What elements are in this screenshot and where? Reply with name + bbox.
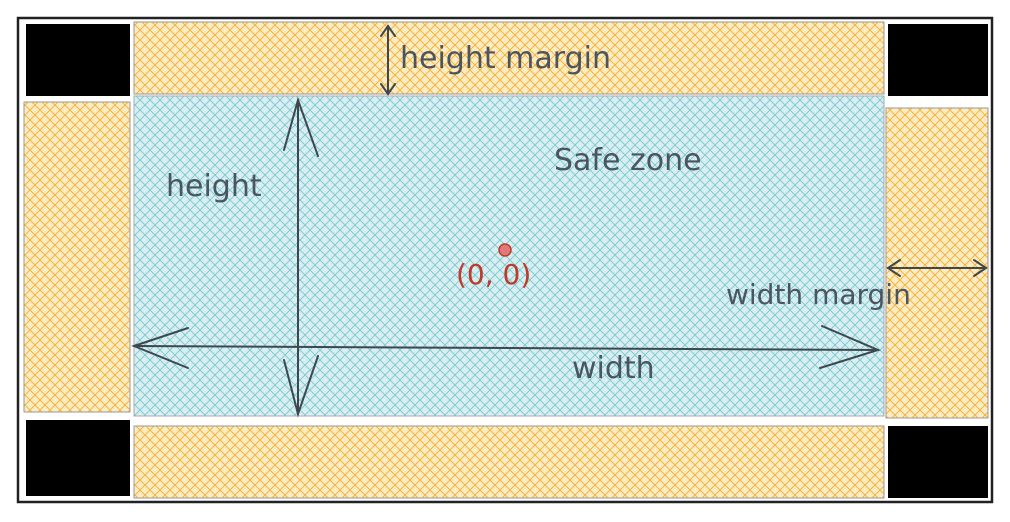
width-margin-arrow [886,259,988,277]
corner-top-left [26,24,130,96]
width-margin-label: width margin [726,278,911,311]
left-margin-band [23,101,131,413]
width-label: width [572,351,655,386]
height-margin-arrow [380,24,396,96]
safe-zone-label: Safe zone [554,143,702,178]
origin-point [498,243,512,257]
width-arrow [131,325,881,369]
bottom-margin-band [133,425,885,499]
top-margin-band [133,21,885,95]
height-arrow [283,96,319,418]
origin-label: (0, 0) [456,258,531,291]
corner-bottom-left [26,420,130,496]
right-margin-band [885,107,989,419]
height-margin-label: height margin [400,41,611,76]
corner-top-right [888,24,988,96]
corner-bottom-right [888,426,988,498]
safe-zone [133,95,885,417]
height-label: height [166,169,262,204]
